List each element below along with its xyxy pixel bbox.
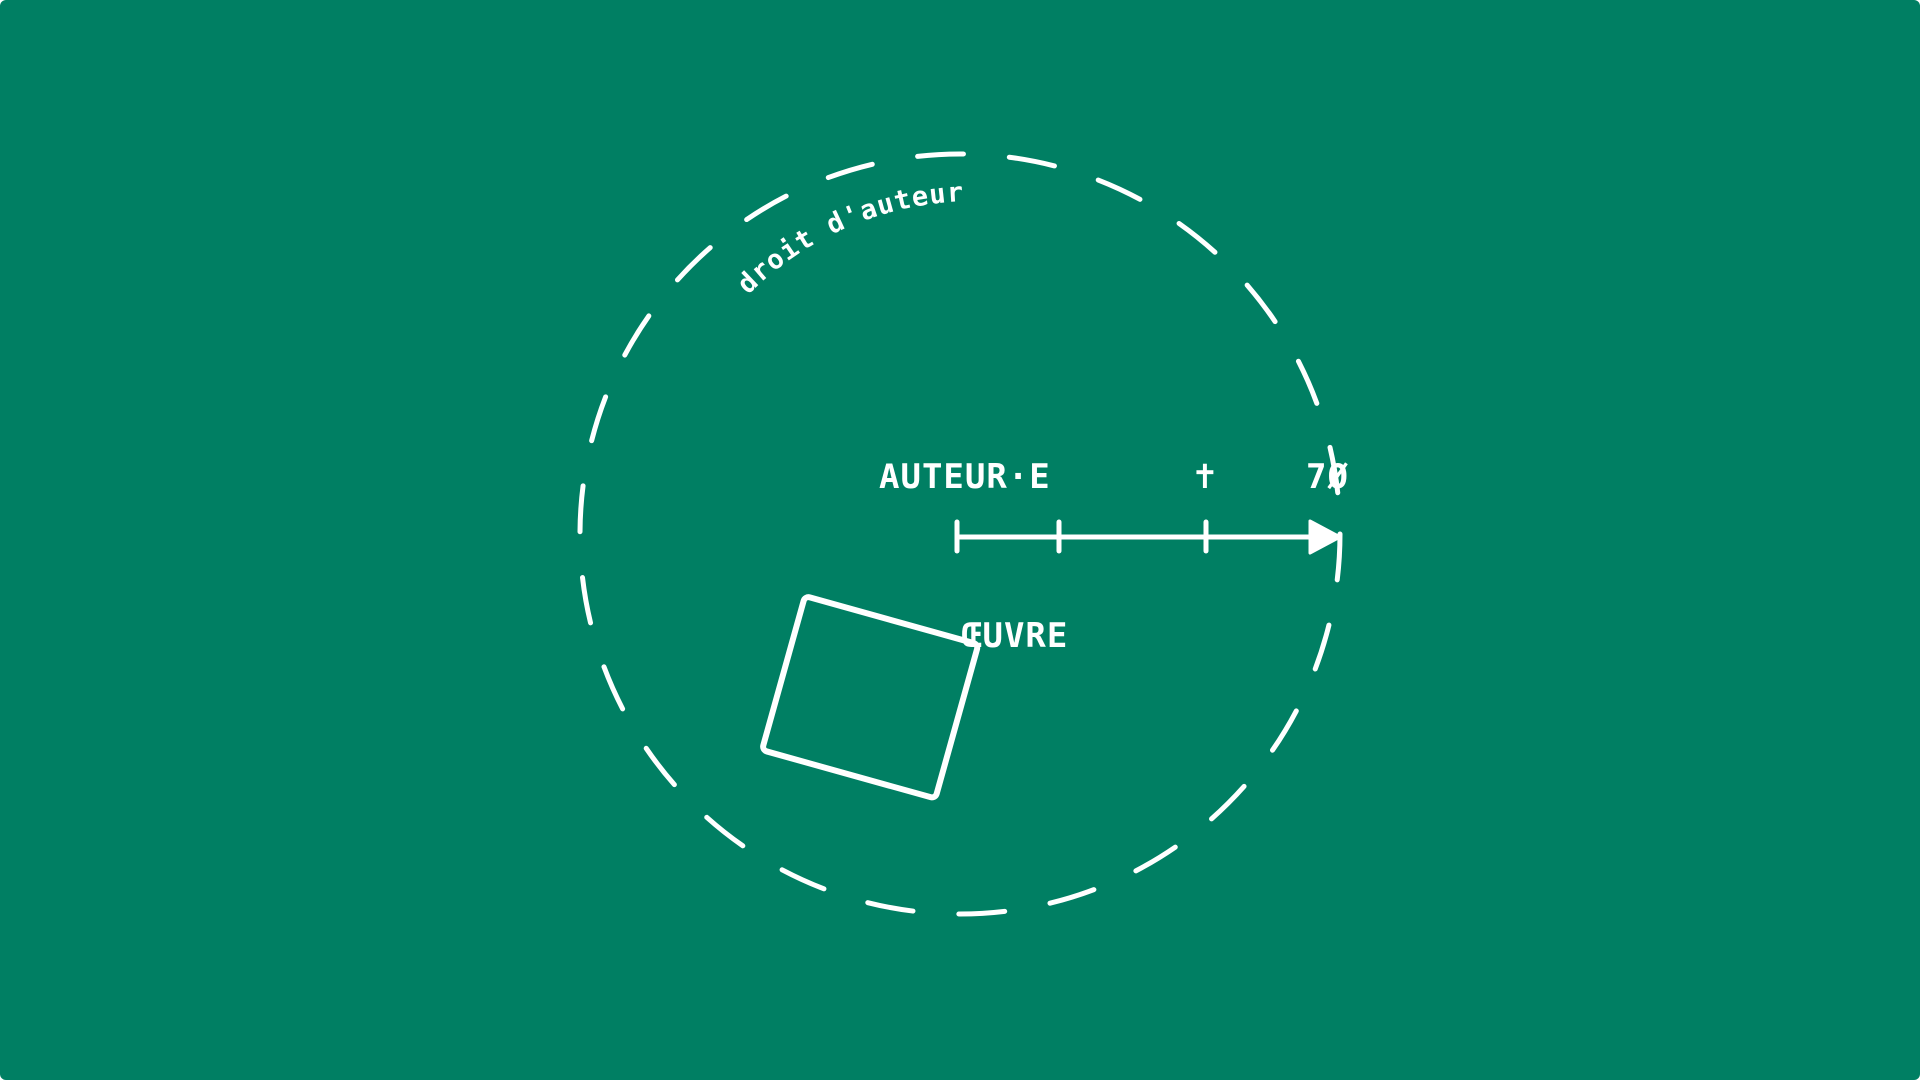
timeline-arrowhead	[1308, 519, 1342, 555]
years-label: 7Ø	[1306, 457, 1349, 497]
death-marker: ✝	[1194, 453, 1217, 497]
copyright-boundary-circle	[577, 151, 1343, 917]
work-label: ŒUVRE	[961, 616, 1068, 656]
timeline	[954, 519, 1313, 554]
work-document	[760, 594, 981, 801]
author-label: AUTEUR·E	[879, 457, 1051, 497]
